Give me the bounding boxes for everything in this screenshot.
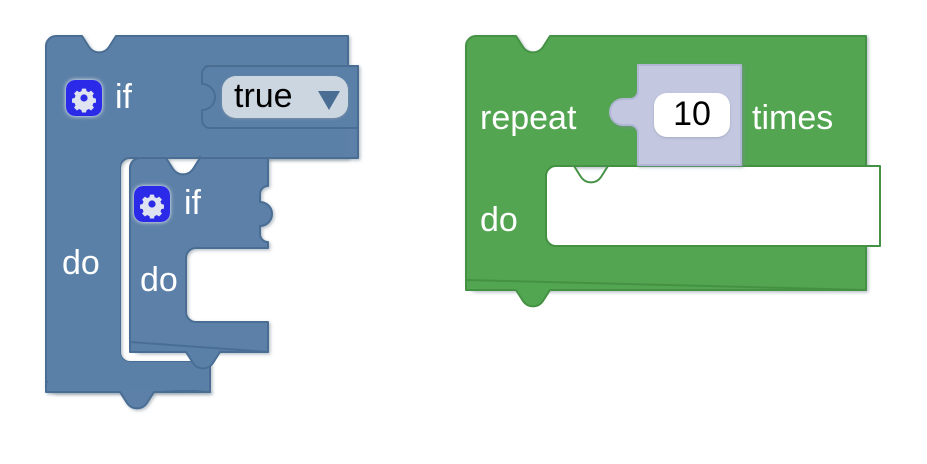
gear-icon — [72, 88, 96, 113]
mutator-gear-button-outer[interactable] — [66, 80, 102, 116]
if-block-outer-body-overlay — [47, 37, 347, 390]
number-field-value: 10 — [673, 95, 711, 133]
repeat-block-times-label: times — [752, 99, 833, 137]
dropdown-field-background — [222, 76, 348, 118]
if-block-inner-if-label: if — [184, 184, 202, 222]
boolean-block[interactable]: true — [201, 65, 359, 129]
repeat-block-repeat-label: repeat — [480, 99, 577, 137]
if-block-outer-do-label: do — [62, 244, 100, 282]
gear-icon — [140, 194, 164, 219]
repeat-block-bottom-tab — [465, 279, 867, 308]
number-field-background — [654, 93, 730, 137]
repeat-block-do-label: do — [480, 201, 518, 239]
boolean-dropdown-field[interactable]: true — [222, 76, 348, 118]
if-block-inner[interactable]: if do — [129, 157, 273, 370]
number-input-field[interactable]: 10 — [654, 93, 730, 137]
dropdown-field-value: true — [234, 77, 293, 115]
chevron-down-icon — [318, 91, 340, 110]
if-block-inner-do-label: do — [140, 261, 178, 299]
if-block-inner-bottom-tab — [129, 341, 269, 370]
repeat-block-do-socket[interactable] — [545, 165, 881, 247]
mutator-gear-button-inner[interactable] — [134, 186, 170, 222]
number-block[interactable]: 10 — [609, 64, 742, 166]
if-block-outer-if-label: if — [115, 78, 133, 116]
